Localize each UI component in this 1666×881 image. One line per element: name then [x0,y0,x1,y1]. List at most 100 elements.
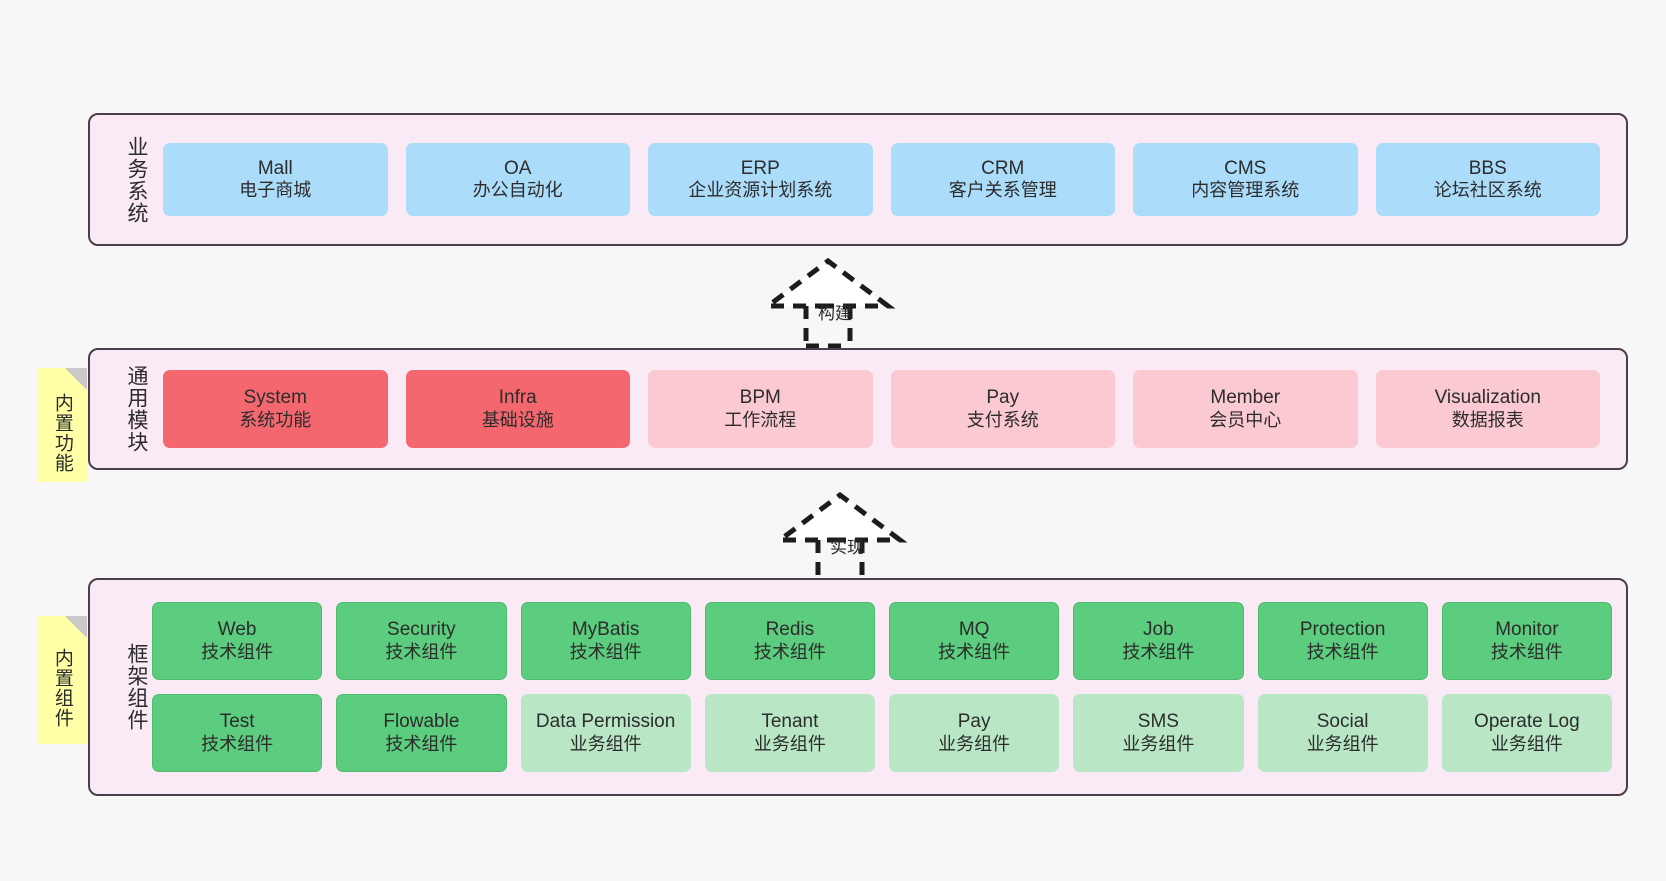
card-subtitle: 业务组件 [1122,733,1195,754]
card-subtitle: 技术组件 [753,641,826,662]
card-group-business-systems: Mall 电子商城 OA 办公自动化 ERP 企业资源计划系统 CRM 客户关系… [148,115,1626,244]
card-job[interactable]: Job 技术组件 [1073,602,1244,680]
card-title: Tenant [761,711,819,733]
card-subtitle: 工作流程 [724,409,797,430]
card-subtitle: 业务组件 [1306,733,1379,754]
card-subtitle: 业务组件 [938,733,1011,754]
card-title: Operate Log [1474,711,1580,733]
card-title: Job [1143,619,1174,641]
card-subtitle: 客户关系管理 [948,180,1057,201]
card-operate-log[interactable]: Operate Log 业务组件 [1441,694,1612,772]
sticky-note-builtin-components: 内置组件 [37,616,87,744]
card-member[interactable]: Member 会员中心 [1133,370,1358,448]
card-row-business: Test 技术组件 Flowable 技术组件 Data Permission … [152,694,1612,772]
card-web[interactable]: Web 技术组件 [152,602,323,680]
connector-build-label: 构建 [818,304,852,323]
card-subtitle: 支付系统 [966,409,1039,430]
card-subtitle: 数据报表 [1451,409,1524,430]
card-crm[interactable]: CRM 客户关系管理 [890,143,1115,216]
card-title: SMS [1137,711,1179,733]
card-tenant[interactable]: Tenant 业务组件 [704,694,875,772]
card-subtitle: 系统功能 [239,409,312,430]
card-row-technical: Web 技术组件 Security 技术组件 MyBatis 技术组件 Redi… [152,602,1612,680]
sticky-note-text: 内置组件 [51,648,73,728]
card-title: MQ [958,619,990,641]
card-title: ERP [740,157,780,179]
card-subtitle: 办公自动化 [472,180,563,201]
card-monitor[interactable]: Monitor 技术组件 [1441,602,1612,680]
card-title: Pay [957,711,991,733]
card-sms[interactable]: SMS 业务组件 [1073,694,1244,772]
card-subtitle: 论坛社区系统 [1433,180,1542,201]
card-mybatis[interactable]: MyBatis 技术组件 [520,602,691,680]
card-redis[interactable]: Redis 技术组件 [704,602,875,680]
card-subtitle: 技术组件 [385,641,458,662]
card-system[interactable]: System 系统功能 [163,370,388,448]
card-title: Data Permission [535,711,676,733]
card-subtitle: 技术组件 [569,641,642,662]
card-bbs[interactable]: BBS 论坛社区系统 [1375,143,1600,216]
card-oa[interactable]: OA 办公自动化 [405,143,630,216]
card-subtitle: 基础设施 [481,409,554,430]
card-title: Web [217,619,257,641]
card-title: OA [504,157,532,179]
card-erp[interactable]: ERP 企业资源计划系统 [648,143,873,216]
connector-implement-label: 实现 [830,538,864,557]
card-title: CMS [1224,157,1267,179]
card-data-permission[interactable]: Data Permission 业务组件 [520,694,691,772]
card-subtitle: 会员中心 [1209,409,1282,430]
card-social[interactable]: Social 业务组件 [1257,694,1428,772]
layer-common-modules: 通用模块 System 系统功能 Infra 基础设施 BPM 工作流程 Pay… [88,348,1628,470]
card-mall[interactable]: Mall 电子商城 [163,143,388,216]
card-title: Mall [257,157,293,179]
card-test[interactable]: Test 技术组件 [152,694,323,772]
card-subtitle: 业务组件 [569,733,642,754]
card-title: Protection [1299,619,1386,641]
card-flowable[interactable]: Flowable 技术组件 [336,694,507,772]
layer-business-systems: 业务系统 Mall 电子商城 OA 办公自动化 ERP 企业资源计划系统 CRM… [88,113,1628,246]
card-subtitle: 电子商城 [239,180,312,201]
card-subtitle: 业务组件 [753,733,826,754]
card-infra[interactable]: Infra 基础设施 [405,370,630,448]
layer-framework-components: 框架组件 Web 技术组件 Security 技术组件 MyBatis 技术组件… [88,578,1628,796]
card-title: Monitor [1495,619,1559,641]
card-subtitle: 技术组件 [1122,641,1195,662]
card-bpm[interactable]: BPM 工作流程 [648,370,873,448]
card-title: BBS [1468,157,1507,179]
page-fold-icon [65,368,87,390]
layer-title-framework-components: 框架组件 [125,643,148,731]
card-title: Visualization [1434,387,1541,409]
card-subtitle: 企业资源计划系统 [688,180,833,201]
card-title: MyBatis [571,619,640,641]
card-cms[interactable]: CMS 内容管理系统 [1133,143,1358,216]
card-grid-framework-components: Web 技术组件 Security 技术组件 MyBatis 技术组件 Redi… [148,580,1626,794]
card-title: System [243,387,307,409]
card-protection[interactable]: Protection 技术组件 [1257,602,1428,680]
card-security[interactable]: Security 技术组件 [336,602,507,680]
card-title: Test [219,711,255,733]
card-pay-business[interactable]: Pay 业务组件 [889,694,1060,772]
card-subtitle: 技术组件 [1490,641,1563,662]
card-title: Security [387,619,456,641]
card-subtitle: 技术组件 [938,641,1011,662]
connector-implement: 实现 [770,491,970,585]
layer-title-business-systems: 业务系统 [125,135,148,224]
card-mq[interactable]: MQ 技术组件 [889,602,1060,680]
card-title: Redis [765,619,815,641]
card-title: CRM [981,157,1025,179]
card-title: Pay [986,387,1020,409]
layer-title-common-modules: 通用模块 [125,365,148,453]
card-pay[interactable]: Pay 支付系统 [890,370,1115,448]
sticky-note-builtin-features: 内置功能 [37,368,87,482]
card-subtitle: 技术组件 [385,733,458,754]
card-subtitle: 技术组件 [201,733,274,754]
card-title: BPM [739,387,781,409]
page-fold-icon [65,616,87,638]
card-visualization[interactable]: Visualization 数据报表 [1375,370,1600,448]
card-title: Infra [498,387,537,409]
card-title: Flowable [383,711,460,733]
card-subtitle: 技术组件 [201,641,274,662]
sticky-note-text: 内置功能 [51,393,73,473]
card-title: Social [1316,711,1369,733]
